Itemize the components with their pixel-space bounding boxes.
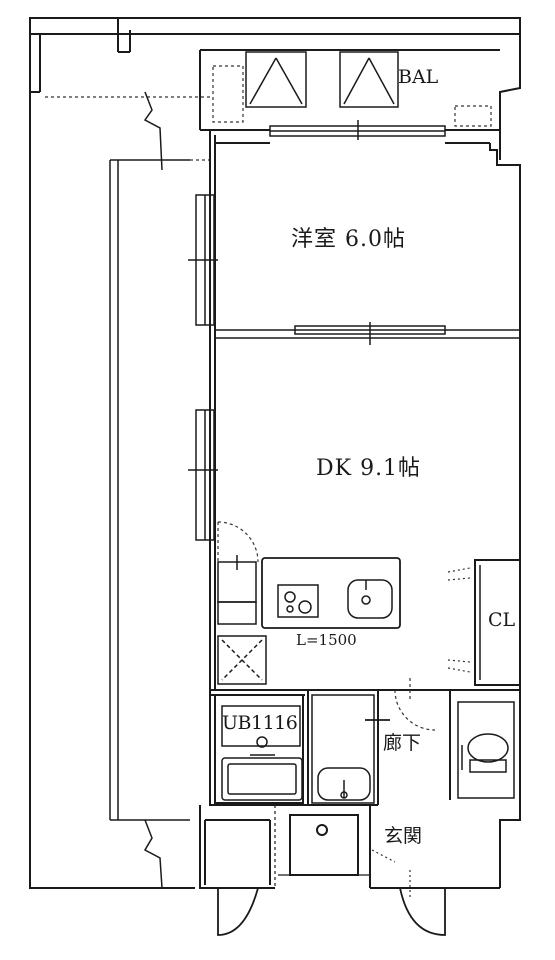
entrance-marks	[371, 849, 411, 900]
entrance-walls	[199, 800, 521, 889]
window-left-lower	[188, 409, 218, 541]
dk-door-arc	[217, 521, 259, 563]
entrance-label: 玄関	[384, 825, 423, 847]
corridor-door-arc	[394, 678, 436, 731]
toilet-icon	[457, 701, 515, 799]
western-room-label: 洋室 6.0帖	[291, 227, 406, 252]
kitchen-length-label: L=1500	[296, 631, 357, 649]
break-symbol-bottom	[143, 819, 163, 889]
outer-wall-left	[29, 18, 195, 889]
bath-walls	[209, 689, 520, 806]
dk-cabinet	[217, 555, 257, 625]
balcony-unit-left	[245, 51, 307, 108]
stove-icon	[277, 584, 319, 618]
balcony-unit-right	[339, 51, 399, 108]
entrance-lower-door-left	[217, 887, 259, 936]
sliding-door-partition	[215, 322, 520, 345]
break-symbol-top	[143, 91, 163, 171]
entrance-lower-door-right	[399, 887, 446, 936]
refrigerator-space	[217, 635, 267, 685]
unit-bath-label: UB1116	[222, 712, 298, 734]
corridor-label: 廊下	[383, 732, 422, 754]
balcony-label: BAL	[398, 66, 439, 88]
window-top	[269, 120, 446, 140]
kitchen-counter	[261, 557, 401, 629]
dining-kitchen-label: DK 9.1帖	[316, 456, 422, 481]
balcony-outline	[29, 17, 521, 160]
closet-label: CL	[488, 609, 516, 631]
bathtub	[221, 754, 303, 801]
closet-door-marks	[447, 567, 471, 673]
sink-icon	[347, 579, 393, 619]
dk-left-wall	[209, 540, 216, 690]
closet-walls	[474, 559, 520, 686]
corridor-door	[365, 702, 390, 760]
washbasin	[311, 694, 375, 804]
bath-sink	[221, 705, 301, 748]
balcony-dashed-box	[45, 65, 492, 161]
window-left-upper	[188, 194, 218, 326]
